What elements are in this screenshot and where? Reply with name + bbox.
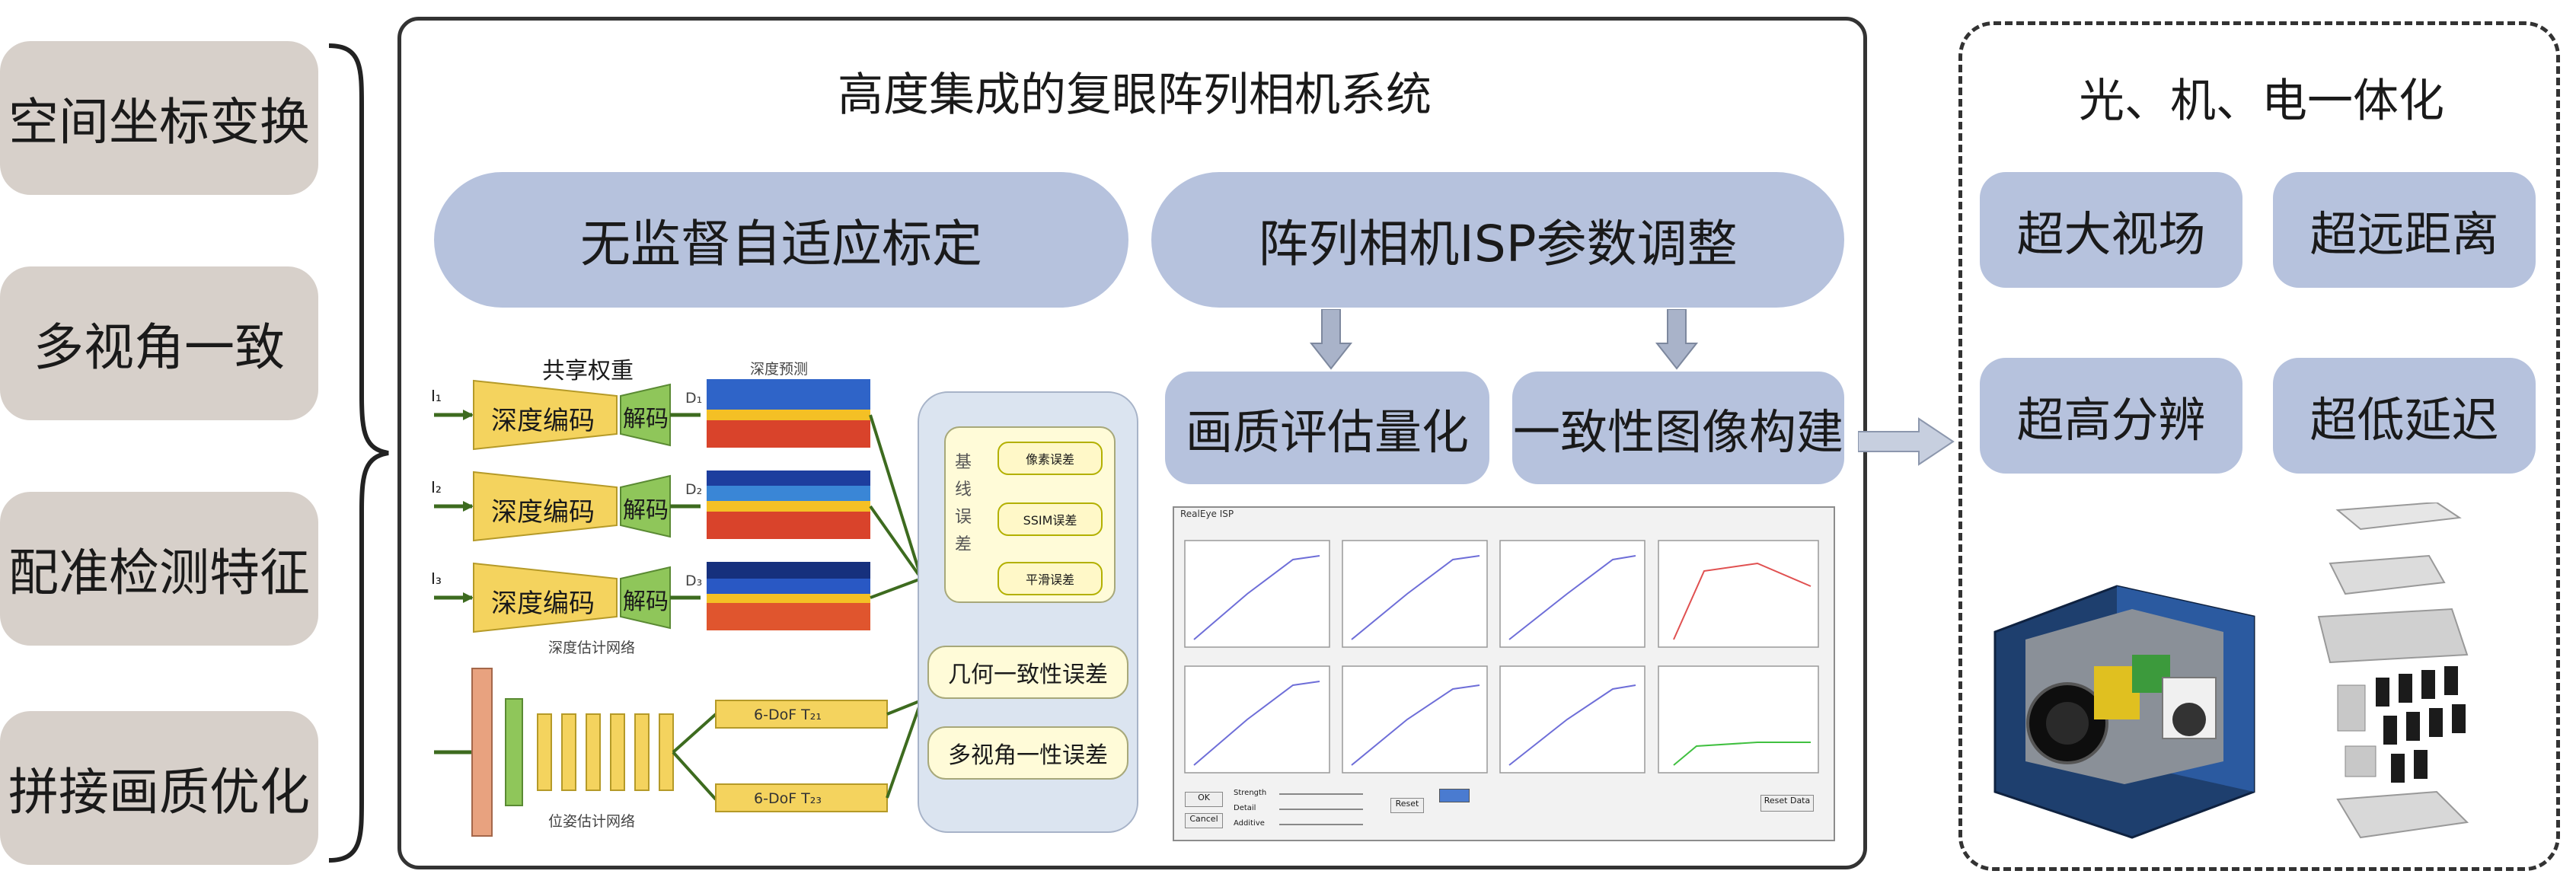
multiview-consistency-error: 多视角一性误差 <box>927 726 1128 780</box>
shared-weights-label: 共享权重 <box>542 358 634 384</box>
isp-slider-additive-label: Additive <box>1234 819 1265 828</box>
geometric-consistency-error: 几何一致性误差 <box>927 646 1128 699</box>
feature-low-latency: 超低延迟 <box>2273 358 2536 474</box>
right-arrow <box>1858 417 1955 466</box>
section-unsupervised-calibration: 无监督自适应标定 <box>434 172 1128 308</box>
decoder-label-2: 解码 <box>623 497 669 524</box>
isp-slider-track-2[interactable] <box>1279 809 1363 810</box>
isp-reset-data-button[interactable]: Reset Data <box>1760 795 1814 812</box>
depth-net-label: 深度估计网络 <box>548 640 636 656</box>
encoder-label-1: 深度编码 <box>491 406 595 436</box>
main-title: 高度集成的复眼阵列相机系统 <box>838 69 1432 122</box>
depth-pred-label: 深度预测 <box>750 361 809 378</box>
isp-reset-button[interactable]: Reset <box>1390 798 1424 813</box>
pose-output-1: 6-DoF T₂₁ <box>754 707 822 723</box>
isp-slider-track-1[interactable] <box>1279 793 1363 795</box>
input-label-3: I₃ <box>431 569 442 588</box>
isp-slider-detail-label: Detail <box>1234 804 1256 812</box>
integration-box <box>1958 21 2560 871</box>
feature-high-resolution: 超高分辨 <box>1980 358 2242 474</box>
input-label-1: I₁ <box>431 387 442 405</box>
down-arrow-left <box>1309 309 1353 370</box>
ssim-error-box: SSIM误差 <box>998 502 1103 536</box>
down-arrow-right <box>1655 309 1699 370</box>
isp-slider-track-3[interactable] <box>1279 824 1363 825</box>
smooth-error-box: 平滑误差 <box>998 562 1103 595</box>
left-item-stitching-quality: 拼接画质优化 <box>0 711 318 865</box>
isp-curve-plots <box>1184 540 1819 774</box>
encoder-label-3: 深度编码 <box>491 589 595 619</box>
curly-brace <box>328 43 389 863</box>
depth-output-1: D₁ <box>685 390 703 407</box>
encoder-row-3 <box>434 562 870 633</box>
isp-cancel-button[interactable]: Cancel <box>1185 813 1223 828</box>
integration-title: 光、机、电一体化 <box>2079 75 2444 128</box>
left-item-coordinate-transform: 空间坐标变换 <box>0 41 318 195</box>
depth-output-2: D₂ <box>685 481 703 498</box>
encoder-row-1 <box>434 379 870 451</box>
isp-slider-strength-label: Strength <box>1234 789 1267 797</box>
depth-output-3: D₃ <box>685 573 703 589</box>
pixel-error-box: 像素误差 <box>998 442 1103 475</box>
decoder-label-1: 解码 <box>623 406 669 432</box>
left-item-registration-features: 配准检测特征 <box>0 492 318 646</box>
isp-window-title: RealEye ISP <box>1180 509 1234 519</box>
sub-quality-assessment: 画质评估量化 <box>1165 372 1489 484</box>
feature-long-range: 超远距离 <box>2273 172 2536 288</box>
camera-assembly-illustration <box>1993 502 2469 839</box>
isp-dropdown[interactable] <box>1439 789 1470 802</box>
sub-consistent-image: 一致性图像构建 <box>1512 372 1844 484</box>
isp-ok-button[interactable]: OK <box>1185 792 1223 807</box>
feature-wide-fov: 超大视场 <box>1980 172 2242 288</box>
encoder-row-2 <box>434 471 870 542</box>
section-isp-tuning: 阵列相机ISP参数调整 <box>1151 172 1844 308</box>
pose-net-label: 位姿估计网络 <box>548 813 636 830</box>
pose-output-2: 6-DoF T₂₃ <box>754 790 822 807</box>
network-diagram <box>434 379 923 837</box>
encoder-label-2: 深度编码 <box>491 497 595 528</box>
baseline-error-label: 基线误差 <box>955 453 972 554</box>
input-label-2: I₂ <box>431 478 442 496</box>
decoder-label-3: 解码 <box>623 589 669 615</box>
left-item-multiview-consistency: 多视角一致 <box>0 266 318 420</box>
pose-network <box>434 668 888 837</box>
